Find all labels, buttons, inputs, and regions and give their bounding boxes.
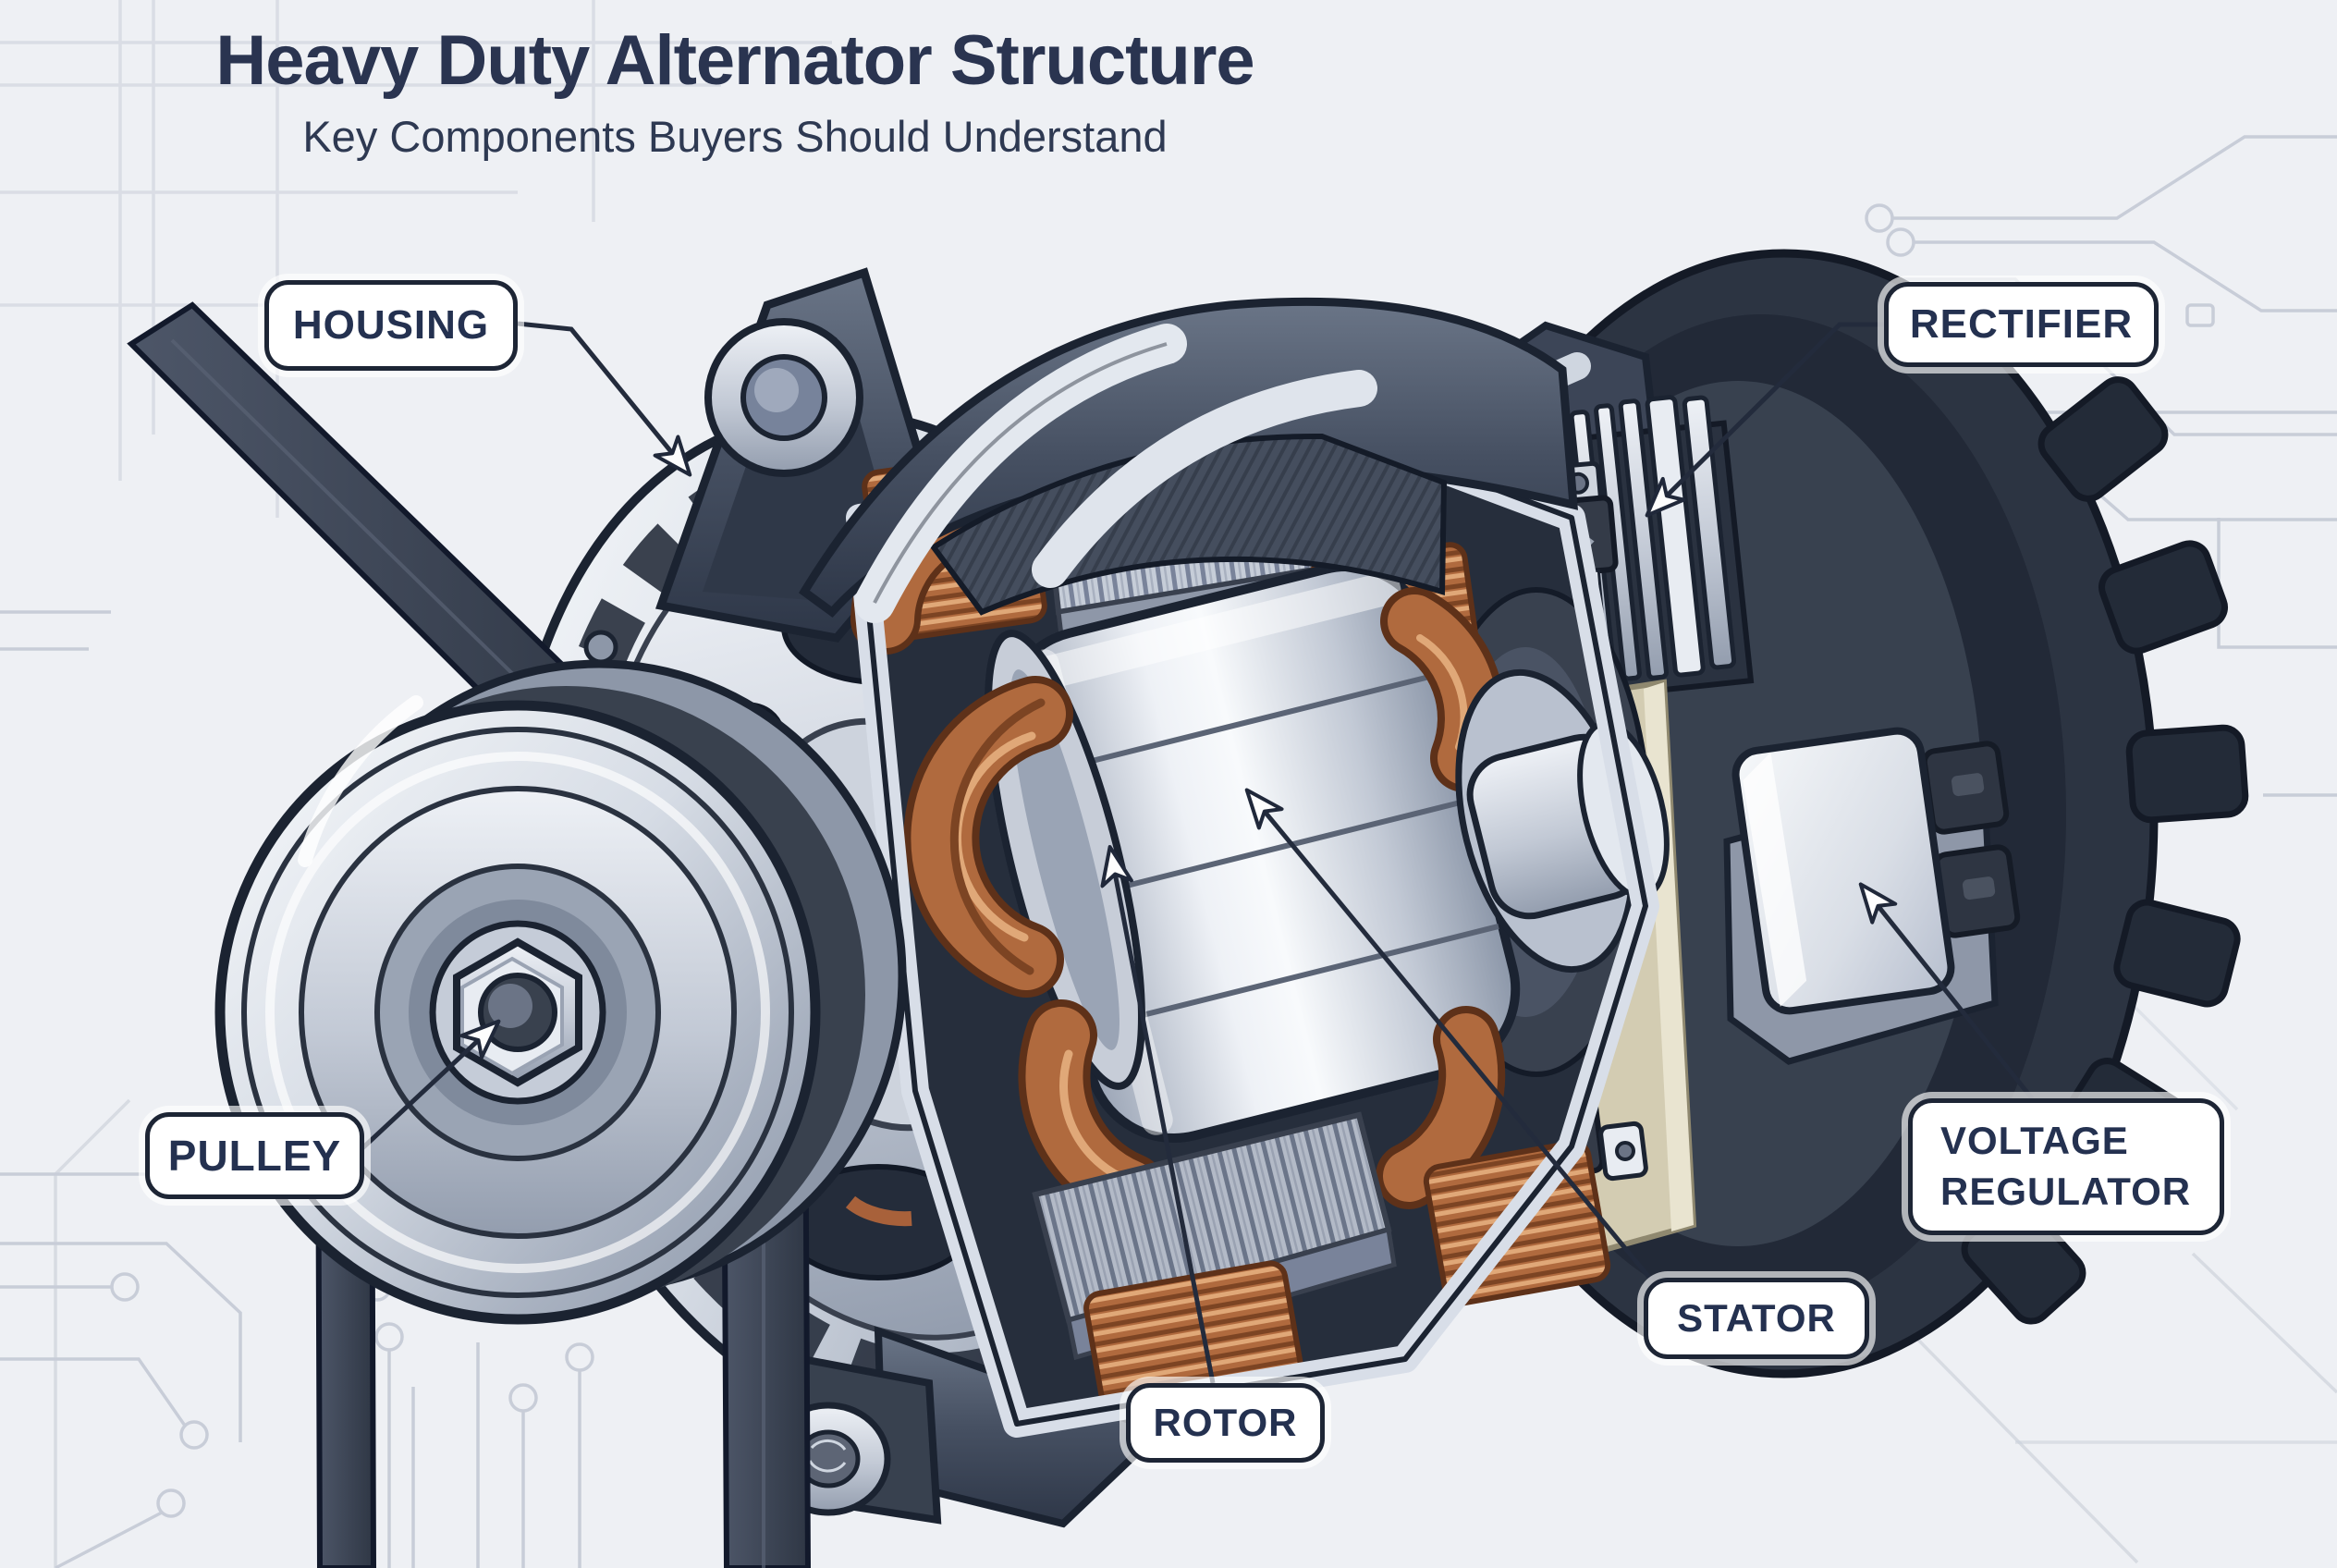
- top-cover: [799, 297, 1578, 623]
- leader-rectifier: [1645, 322, 1884, 518]
- rotor-drum: [985, 561, 1521, 1144]
- pulley: [214, 659, 907, 1325]
- leader-rotor: [1100, 845, 1216, 1384]
- label-rotor: ROTOR: [1126, 1383, 1325, 1463]
- label-rectifier: RECTIFIER: [1884, 282, 2159, 367]
- label-housing: HOUSING: [264, 280, 518, 371]
- title-block: Heavy Duty Alternator Structure Key Comp…: [0, 24, 1470, 162]
- label-stator: STATOR: [1644, 1278, 1869, 1359]
- label-pulley: PULLEY: [145, 1112, 364, 1199]
- voltage-regulator: [1723, 727, 2021, 1065]
- regulator-box: [1731, 727, 1955, 1015]
- label-voltage-regulator: VOLTAGE REGULATOR: [1908, 1098, 2224, 1235]
- page-subtitle: Key Components Buyers Should Understand: [302, 111, 1168, 161]
- leader-voltage-regulator: [1858, 882, 2034, 1100]
- leader-stator: [1244, 788, 1653, 1281]
- page-title: Heavy Duty Alternator Structure: [215, 21, 1254, 100]
- leader-pulley: [361, 1019, 501, 1150]
- leader-housing: [517, 321, 692, 477]
